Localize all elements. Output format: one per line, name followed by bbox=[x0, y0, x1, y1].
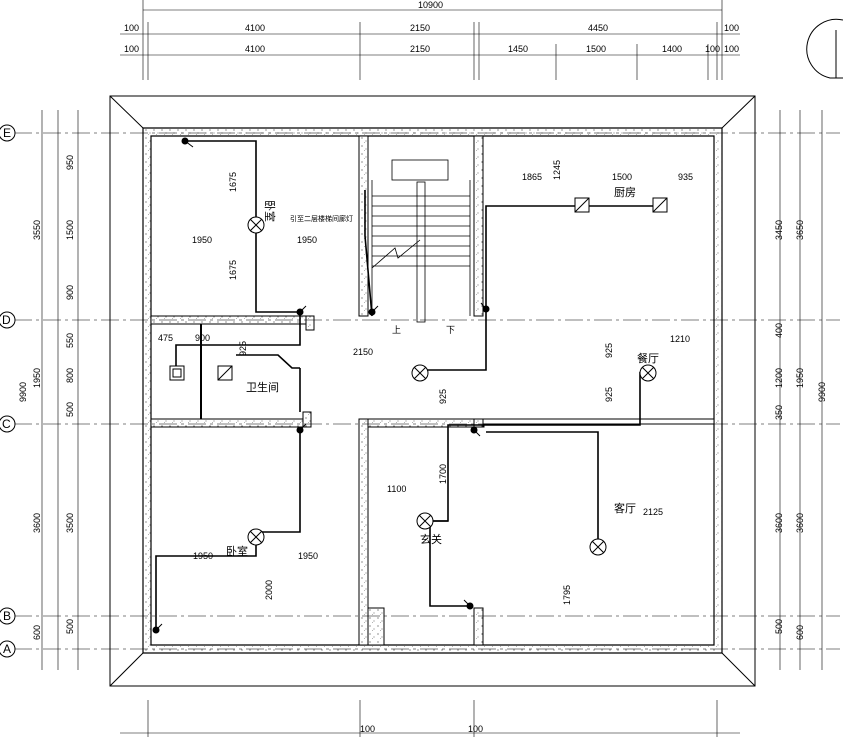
dim-br-top-w2: 1950 bbox=[297, 235, 317, 245]
dim-br-top-w1: 1950 bbox=[192, 235, 212, 245]
dim-br-top-h1: 1675 bbox=[228, 172, 238, 192]
dim-top-2-1: 4100 bbox=[245, 44, 265, 54]
dim-top-2-0: 100 bbox=[124, 44, 139, 54]
dim-bottom-100a: 100 bbox=[360, 724, 375, 734]
dim-left-inner-3600: 3600 bbox=[32, 513, 42, 533]
north-arrow-icon bbox=[806, 18, 843, 79]
dim-top-2-3: 1450 bbox=[508, 44, 528, 54]
axis-bubbles bbox=[0, 124, 16, 658]
stair bbox=[371, 159, 471, 323]
grid-axes bbox=[14, 132, 840, 650]
dim-top-2-6: 100 bbox=[705, 44, 720, 54]
left-dims: 3550 1950 9900 3600 600 950 1500 900 550… bbox=[18, 155, 75, 640]
exterior-walls bbox=[142, 127, 723, 654]
dim-hall-v: 925 bbox=[438, 389, 448, 404]
dim-br-bot-v: 2000 bbox=[264, 580, 274, 600]
dim-hall-w: 2150 bbox=[353, 347, 373, 357]
stair-up-label: 上 bbox=[392, 325, 401, 335]
dim-left-outer-2: 9900 bbox=[18, 382, 28, 402]
dim-bath-w2: 900 bbox=[195, 333, 210, 343]
dim-bottom-100b: 100 bbox=[468, 724, 483, 734]
dim-top-2-2: 2150 bbox=[410, 44, 430, 54]
dim-bath-v: 925 bbox=[238, 341, 248, 356]
dim-left-inner2-500: 500 bbox=[65, 619, 75, 634]
dim-din-v2: 925 bbox=[604, 387, 614, 402]
room-label-living: 客厅 bbox=[614, 501, 636, 515]
dim-right-3450: 3450 bbox=[774, 220, 784, 240]
dim-top-2-4: 1500 bbox=[586, 44, 606, 54]
axis-label-a: A bbox=[3, 642, 11, 656]
dim-right-1200: 1200 bbox=[774, 368, 784, 388]
roof-outline bbox=[109, 95, 756, 687]
dim-left-outer-1: 1950 bbox=[32, 368, 42, 388]
dim-liv-w: 2125 bbox=[643, 507, 663, 517]
dim-kit-w2: 1500 bbox=[612, 172, 632, 182]
dim-right-400: 400 bbox=[774, 323, 784, 338]
square-light-icon bbox=[169, 197, 668, 381]
room-label-kitchen: 厨房 bbox=[614, 186, 636, 199]
dim-right-9900: 9900 bbox=[817, 382, 827, 402]
dim-left-inner-600: 600 bbox=[32, 625, 42, 640]
bottom-dimension-lines bbox=[120, 700, 740, 737]
dim-br-bot-w1: 1950 bbox=[193, 551, 213, 561]
dim-right-600: 600 bbox=[795, 625, 805, 640]
wiring bbox=[155, 140, 660, 630]
axis-label-e: E bbox=[3, 126, 11, 140]
right-dims: 3450 400 1200 350 3600 500 3650 1950 990… bbox=[774, 220, 827, 640]
dim-left-outer-0: 3550 bbox=[32, 220, 42, 240]
dim-din-w: 1210 bbox=[670, 334, 690, 344]
dim-top-1-0: 100 bbox=[124, 23, 139, 33]
dim-left-inner2-3500: 3500 bbox=[65, 513, 75, 533]
dim-right-500: 500 bbox=[774, 619, 784, 634]
axis-label-b: B bbox=[3, 609, 11, 623]
dim-top-2-7: 100 bbox=[724, 44, 739, 54]
dim-br-top-h2: 1675 bbox=[228, 260, 238, 280]
dim-top-1-2: 2150 bbox=[410, 23, 430, 33]
dim-left-inner-950: 950 bbox=[65, 155, 75, 170]
dim-left-inner-550: 550 bbox=[65, 333, 75, 348]
dim-ent-w: 1100 bbox=[387, 484, 406, 494]
room-label-dining: 餐厅 bbox=[637, 351, 659, 365]
room-label-bedroom-top: 卧室 bbox=[263, 200, 277, 222]
dim-ent-v: 1700 bbox=[438, 464, 448, 484]
room-label-entrance: 玄关 bbox=[420, 532, 442, 546]
dim-left-inner-800: 800 bbox=[65, 368, 75, 383]
room-label-bedroom-bottom: 卧室 bbox=[226, 544, 248, 558]
left-dimension-lines bbox=[41, 110, 79, 670]
dim-right-350: 350 bbox=[774, 405, 784, 420]
dim-left-inner-500: 500 bbox=[65, 402, 75, 417]
dim-bath-w1: 475 bbox=[158, 333, 173, 343]
dim-top-2-5: 1400 bbox=[662, 44, 682, 54]
dim-din-v1: 925 bbox=[604, 343, 614, 358]
right-dimension-lines bbox=[779, 110, 823, 670]
dim-right-3600a: 3600 bbox=[774, 513, 784, 533]
room-label-bathroom: 卫生间 bbox=[246, 380, 279, 394]
dim-br-bot-w2: 1950 bbox=[298, 551, 318, 561]
dim-kit-v: 1245 bbox=[552, 160, 562, 180]
dim-right-3600b: 3600 bbox=[795, 513, 805, 533]
dim-liv-v: 1795 bbox=[562, 585, 572, 605]
ceiling-light-icon bbox=[247, 216, 657, 556]
dim-right-1950: 1950 bbox=[795, 368, 805, 388]
dim-left-inner-900: 900 bbox=[65, 285, 75, 300]
dim-kit-w1: 1865 bbox=[522, 172, 542, 182]
inner-dims: 1675 1675 1950 1950 475 900 925 2150 925… bbox=[158, 160, 693, 605]
dim-right-3650: 3650 bbox=[795, 220, 805, 240]
top-dimension-lines bbox=[120, 0, 740, 80]
dim-kit-w3: 935 bbox=[678, 172, 693, 182]
interior-walls bbox=[150, 135, 715, 646]
dim-top-1-3: 4450 bbox=[588, 23, 608, 33]
dim-top-total: 10900 bbox=[418, 0, 443, 10]
switch-icon bbox=[152, 137, 490, 634]
stair-light-note: 引至二层楼梯间廊灯 bbox=[290, 214, 353, 223]
dim-left-inner-1500: 1500 bbox=[65, 220, 75, 240]
dim-top-1-1: 4100 bbox=[245, 23, 265, 33]
axis-label-d: D bbox=[2, 313, 11, 327]
axis-label-c: C bbox=[2, 417, 11, 431]
stair-down-label: 下 bbox=[446, 325, 455, 335]
dim-top-1-4: 100 bbox=[724, 23, 739, 33]
